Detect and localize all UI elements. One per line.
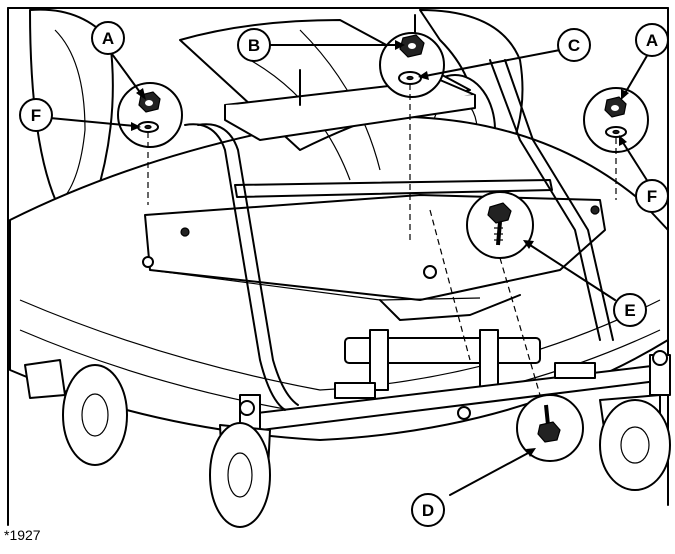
callout-b: B	[237, 28, 271, 62]
callout-f-left-label: F	[31, 106, 41, 125]
callout-d: D	[411, 493, 445, 527]
callout-f-right: F	[635, 179, 669, 213]
callout-c: C	[557, 28, 591, 62]
front-caster-left	[209, 394, 271, 528]
callout-a-left: A	[91, 21, 125, 55]
callout-d-label: D	[422, 501, 434, 520]
callout-a-right-label: A	[646, 31, 658, 50]
callout-f-right-label: F	[647, 187, 657, 206]
detail-circle-right	[583, 87, 649, 200]
callout-a-left-label: A	[102, 29, 114, 48]
callout-c-label: C	[568, 36, 580, 55]
frame-rails	[184, 59, 614, 411]
callout-e-label: E	[624, 301, 635, 320]
figure-id: *1927	[4, 527, 41, 543]
leader-lines	[49, 40, 651, 496]
deck-hardware	[142, 256, 668, 420]
front-caster-right	[599, 354, 671, 491]
detail-circle-d	[516, 394, 584, 462]
callout-b-label: B	[248, 36, 260, 55]
callout-e: E	[613, 293, 647, 327]
callout-f-left: F	[19, 98, 53, 132]
rear-caster-left	[24, 359, 128, 466]
detail-circle-e	[429, 191, 541, 396]
callout-a-right: A	[635, 23, 669, 57]
